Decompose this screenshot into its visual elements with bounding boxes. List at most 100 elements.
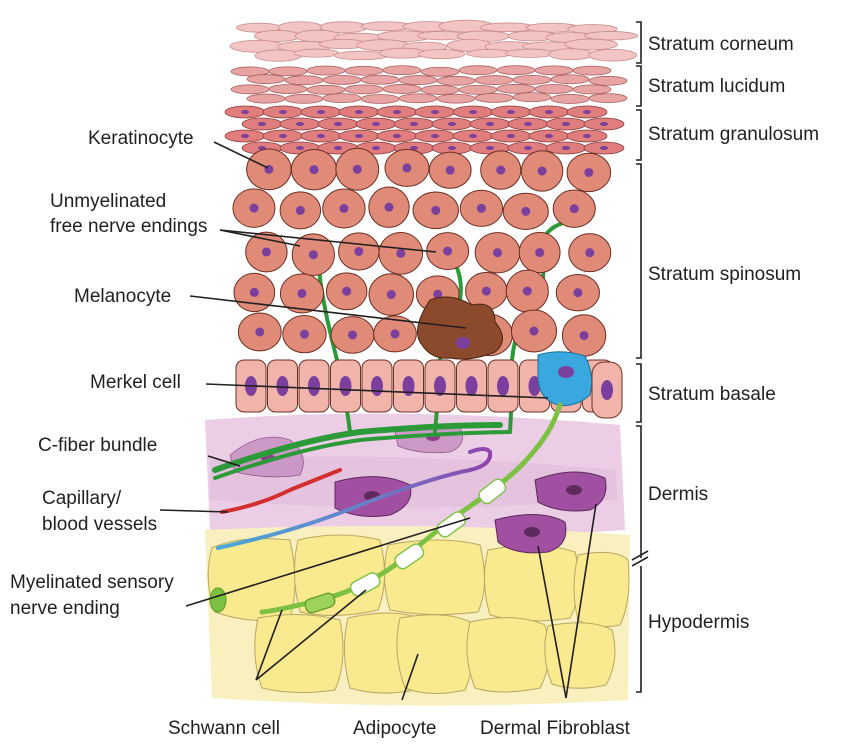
nucleus (580, 331, 589, 340)
nucleus (310, 165, 319, 174)
layer-bracket-granulosum: Stratum granulosum (636, 110, 819, 160)
nucleus (446, 166, 455, 175)
layer-bracket-dermis: Dermis (636, 426, 708, 558)
label-merkel-cell: Merkel cell (90, 372, 181, 393)
lucidum-cell (269, 67, 307, 76)
myelinated-terminal (210, 588, 226, 612)
label-unmyelinated-line1: Unmyelinated (50, 191, 166, 212)
nucleus (601, 380, 613, 400)
label-schwann-cell: Schwann cell (168, 718, 280, 739)
label-myelinated-line2: nerve ending (10, 598, 120, 619)
nucleus (372, 146, 380, 150)
stratum-granulosum-cells (225, 106, 624, 154)
nucleus (584, 168, 593, 177)
nucleus (317, 134, 325, 138)
label-adipocyte: Adipocyte (353, 718, 436, 739)
label-hypodermis: Hypodermis (648, 612, 749, 633)
lucidum-cell (497, 66, 535, 75)
callout-capillary: Capillary/ blood vessels (42, 488, 228, 535)
nucleus (308, 376, 320, 396)
lucidum-cell (269, 84, 307, 93)
nucleus (570, 204, 579, 213)
nucleus (562, 146, 570, 150)
lucidum-cell (475, 76, 513, 85)
nucleus (249, 204, 258, 213)
fibroblast-nucleus (566, 485, 582, 495)
nucleus (396, 249, 405, 258)
nucleus (353, 165, 362, 174)
lucidum-cell (437, 76, 475, 85)
stratum-corneum-cells (230, 20, 638, 61)
layer-bracket-basale: Stratum basale (636, 364, 776, 422)
corneum-scale (565, 39, 617, 50)
nucleus (431, 110, 439, 114)
nucleus (342, 287, 351, 296)
nucleus (530, 327, 539, 336)
nucleus (334, 122, 342, 126)
nucleus (372, 122, 380, 126)
nucleus (431, 206, 440, 215)
nucleus (523, 287, 532, 296)
nucleus (545, 134, 553, 138)
corneum-scale (506, 49, 555, 57)
nucleus (524, 122, 532, 126)
corneum-scale (418, 49, 465, 58)
lucidum-cell (475, 93, 513, 102)
nucleus (477, 204, 486, 213)
label-dermis: Dermis (648, 484, 708, 505)
nucleus (354, 247, 363, 256)
nucleus (262, 247, 271, 256)
lucidum-cell (399, 94, 437, 103)
lucidum-cell (535, 84, 573, 93)
nucleus (340, 376, 352, 396)
lucidum-cell (361, 75, 399, 84)
nucleus (535, 248, 544, 257)
label-capillary-line2: blood vessels (42, 514, 157, 535)
nucleus (448, 122, 456, 126)
nucleus (496, 166, 505, 175)
nucleus (393, 110, 401, 114)
adipocyte (467, 618, 549, 692)
lucidum-cell (231, 85, 269, 94)
lucidum-cell (497, 84, 535, 93)
nucleus (241, 110, 249, 114)
nucleus (524, 146, 532, 150)
nucleus (448, 146, 456, 150)
lucidum-cell (535, 66, 573, 75)
lucidum-cell (285, 76, 323, 85)
adipocyte (255, 614, 343, 692)
lucidum-cell (399, 76, 437, 85)
nucleus (371, 376, 383, 396)
nucleus (348, 330, 357, 339)
nucleus (296, 206, 305, 215)
axis-break-icon (632, 551, 648, 566)
lucidum-cell (573, 85, 611, 94)
nucleus (466, 376, 478, 396)
nucleus (583, 134, 591, 138)
nucleus (600, 146, 608, 150)
nucleus (469, 110, 477, 114)
lucidum-cell (551, 94, 589, 103)
nucleus (493, 248, 502, 257)
nucleus (384, 203, 393, 212)
nucleus (538, 166, 547, 175)
nucleus (355, 110, 363, 114)
nucleus (393, 134, 401, 138)
lucidum-cell (589, 94, 627, 103)
label-dermal-fibroblast: Dermal Fibroblast (480, 718, 631, 739)
label-stratum-basale: Stratum basale (648, 384, 776, 405)
label-stratum-corneum: Stratum corneum (648, 34, 794, 55)
nucleus (250, 288, 259, 297)
nucleus (279, 134, 287, 138)
nucleus (296, 122, 304, 126)
label-myelinated-line1: Myelinated sensory (10, 572, 174, 593)
label-unmyelinated-line2: free nerve endings (50, 216, 207, 237)
label-keratinocyte: Keratinocyte (88, 128, 194, 149)
nucleus (334, 146, 342, 150)
nucleus (486, 122, 494, 126)
nucleus (309, 250, 318, 259)
lucidum-cell (573, 66, 611, 75)
nucleus (279, 110, 287, 114)
